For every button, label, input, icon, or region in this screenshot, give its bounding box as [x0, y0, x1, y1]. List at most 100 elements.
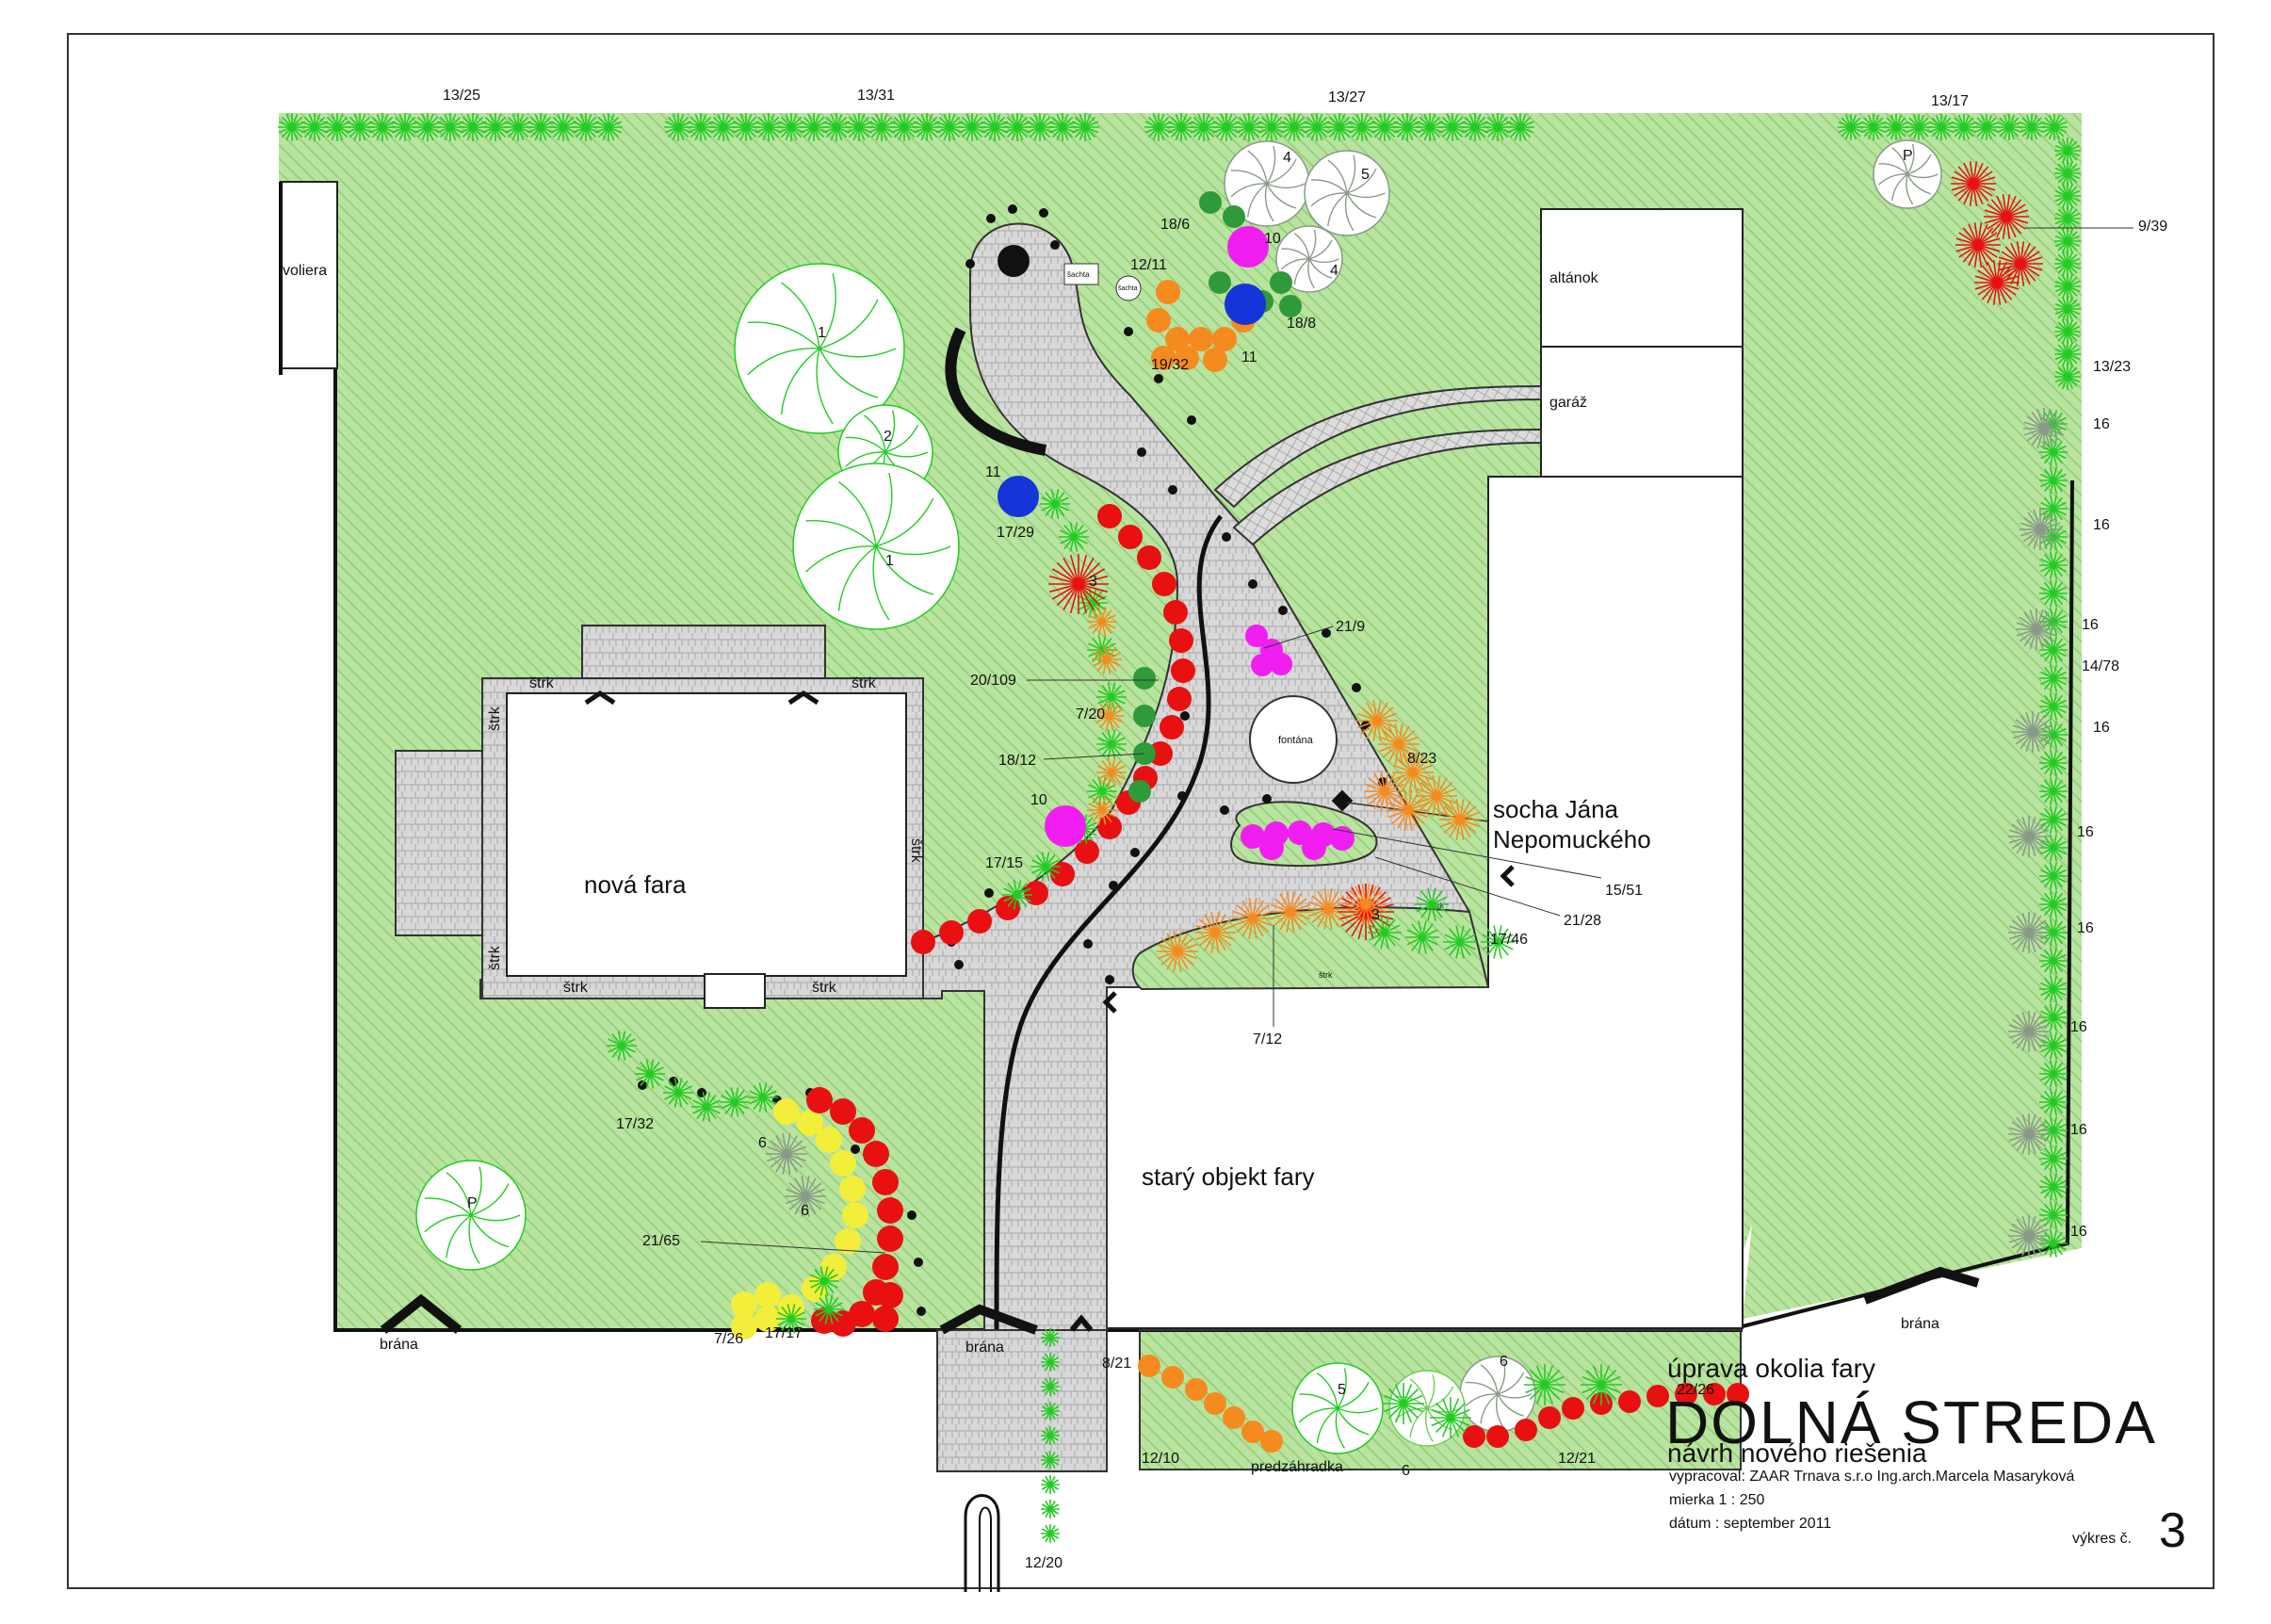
red-flower-bl — [806, 1087, 833, 1113]
red-flower-front — [1463, 1425, 1485, 1448]
green-shrub — [1096, 682, 1127, 712]
yellow-flower — [797, 1110, 823, 1136]
label-6-c: 6 — [1500, 1354, 1508, 1370]
entrance-arrow-1 — [584, 690, 616, 706]
gate-east — [1863, 1266, 1980, 1305]
hedge-shrub — [1371, 113, 1399, 141]
bollard — [914, 1258, 923, 1267]
grey-shrub-6 — [766, 1133, 807, 1175]
hedge-shrub — [1438, 113, 1467, 141]
red-flower-front — [1486, 1425, 1509, 1448]
bollard — [1278, 606, 1288, 615]
stary-objekt-label: starý objekt fary — [1142, 1162, 1315, 1191]
hedge-shrub — [913, 113, 941, 141]
leader-21-28 — [1374, 856, 1561, 917]
strk-label-bottom-left: štrk — [563, 980, 589, 996]
bollard — [1248, 579, 1257, 589]
entrance-strip-shrub — [1041, 1377, 1060, 1396]
green-shrub-bed — [1481, 925, 1515, 959]
green-shrub-bl — [635, 1059, 665, 1089]
label-21-9: 21/9 — [1336, 619, 1365, 635]
magenta-flower-219 — [1270, 653, 1292, 675]
hedge-shrub — [459, 113, 487, 141]
hedge-shrub — [1393, 113, 1421, 141]
hedge-shrub — [1484, 113, 1512, 141]
bollard — [851, 1145, 860, 1154]
orange-shrub — [1096, 757, 1127, 788]
altanok-label: altánok — [1549, 270, 1599, 286]
hedge-shrub — [300, 113, 329, 141]
green-shrub-bl — [607, 1031, 637, 1061]
hedge-shrub — [2039, 579, 2068, 608]
statue-label-line2: Nepomuckého — [1493, 825, 1651, 853]
hedge-shrub — [504, 113, 532, 141]
red-flower-front — [1703, 1383, 1726, 1405]
tree-1-bottom — [792, 463, 960, 630]
red-flower — [1024, 881, 1048, 905]
orange-shrub-bed — [1270, 891, 1311, 933]
magenta-flower — [1330, 826, 1354, 851]
title-line2: DOLNÁ STREDA — [1665, 1389, 2157, 1456]
entrance-strip-shrub — [1041, 1426, 1060, 1445]
label-18-12: 18/12 — [998, 753, 1036, 769]
yellow-flower — [754, 1306, 781, 1332]
hedge-shrub — [2039, 975, 2068, 1003]
dark-green-shrub — [1133, 667, 1156, 690]
red-flower-front — [1646, 1385, 1669, 1407]
green-shrub-bed — [1405, 920, 1439, 954]
label-10-mid: 10 — [1030, 792, 1047, 808]
hedge-shrub — [2054, 160, 2081, 187]
dark-green-top — [1199, 191, 1222, 214]
gate-west-label: brána — [380, 1337, 418, 1353]
red-flower — [1169, 628, 1193, 653]
dark-green-top — [1279, 295, 1302, 317]
green-shrub — [1096, 729, 1127, 759]
entrance-arrow-2 — [787, 690, 819, 706]
orange-flower-front — [1204, 1392, 1226, 1415]
label-22-26: 22/26 — [1677, 1382, 1714, 1398]
green-shrub-bed — [1415, 887, 1449, 921]
title-author: vypracoval: ZAAR Trnava s.r.o Ing.arch.M… — [1669, 1469, 2074, 1485]
title-line1: úprava okolia fary — [1667, 1354, 1875, 1383]
label-p-bottom: P — [467, 1195, 478, 1211]
hedge-shrub — [1212, 113, 1241, 141]
sachta-box — [1063, 263, 1099, 285]
hedge-shrub — [1003, 113, 1031, 141]
green-shrub-bl — [720, 1087, 750, 1117]
label-13-17: 13/17 — [1931, 93, 1969, 109]
green-shrub-bl — [663, 1078, 693, 1108]
label-5-top: 5 — [1361, 167, 1370, 183]
bollard — [1180, 711, 1190, 721]
hedge-shrub — [2039, 862, 2068, 890]
green-shrub — [1087, 776, 1117, 806]
red-flower-bl — [877, 1282, 903, 1308]
magenta-shrub-10-mid — [1045, 805, 1086, 847]
label-16-i: 16 — [2070, 1224, 2087, 1240]
hedge-shrub — [2039, 466, 2068, 495]
dark-green-top — [1223, 205, 1245, 228]
title-scale: mierka 1 : 250 — [1669, 1492, 1764, 1508]
label-16-e: 16 — [2077, 824, 2094, 840]
green-shrub — [1059, 522, 1089, 552]
green-shrub-front — [1430, 1397, 1471, 1438]
shrub-16 — [2008, 1113, 2050, 1155]
hedge-shrub — [2039, 1003, 2068, 1031]
label-12-20: 12/20 — [1025, 1555, 1063, 1571]
orange-shrub-bed — [1194, 912, 1236, 953]
red-flower-bl — [863, 1141, 889, 1167]
orange-flower-front — [1138, 1355, 1160, 1377]
red-flower — [1167, 687, 1192, 711]
entrance-strip-shrub — [1041, 1402, 1060, 1421]
orange-shrub-right — [1356, 700, 1398, 741]
hedge-shrub — [2054, 364, 2081, 390]
orange-flower-top — [1189, 327, 1213, 351]
fontana-label: fontána — [1278, 735, 1314, 746]
hedge-shrub — [436, 113, 464, 141]
hedge-shrub — [1235, 113, 1263, 141]
gate-south-label: brána — [965, 1340, 1004, 1356]
label-6-d: 6 — [1402, 1463, 1410, 1479]
hedge-shrub — [391, 113, 419, 141]
label-6-b: 6 — [801, 1203, 809, 1219]
shrub-16 — [2008, 1215, 2050, 1257]
hedge-shrub — [2039, 1229, 2068, 1258]
